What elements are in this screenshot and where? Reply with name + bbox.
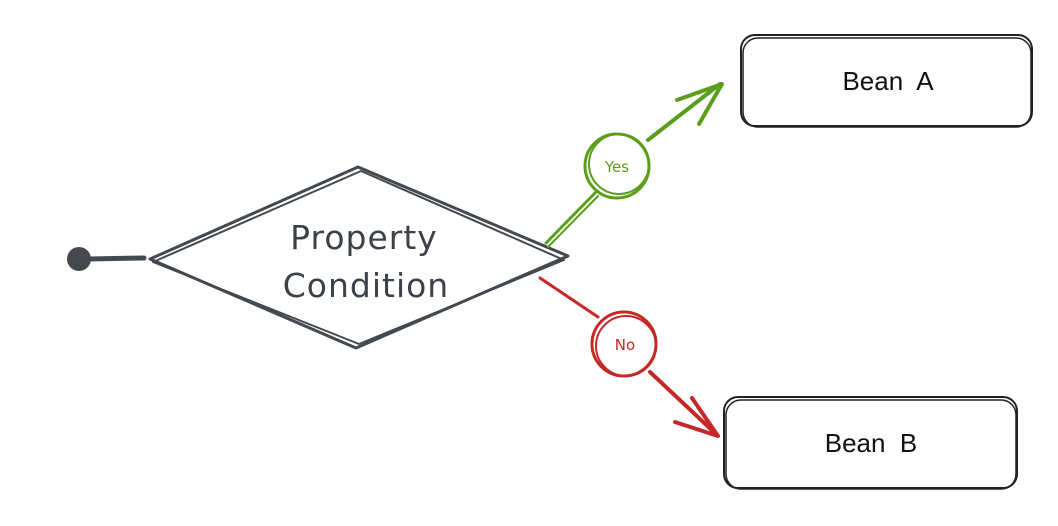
condition-diamond[interactable]: Property Condition — [148, 165, 570, 350]
start-node — [67, 247, 147, 271]
bean-b-label: Bean B — [825, 428, 918, 458]
yes-label: Yes — [604, 158, 629, 176]
condition-label-line2: Condition — [283, 266, 449, 305]
yes-branch-arrow — [544, 82, 724, 248]
bean-a-label: Bean A — [842, 66, 934, 96]
yes-label-badge: Yes — [583, 132, 651, 200]
bean-a-box[interactable]: Bean A — [740, 34, 1033, 128]
bean-b-box[interactable]: Bean B — [723, 396, 1018, 490]
no-label-badge: No — [590, 310, 658, 378]
condition-label-line1: Property — [290, 218, 438, 257]
no-label: No — [615, 336, 635, 354]
no-branch-arrow — [538, 276, 720, 438]
